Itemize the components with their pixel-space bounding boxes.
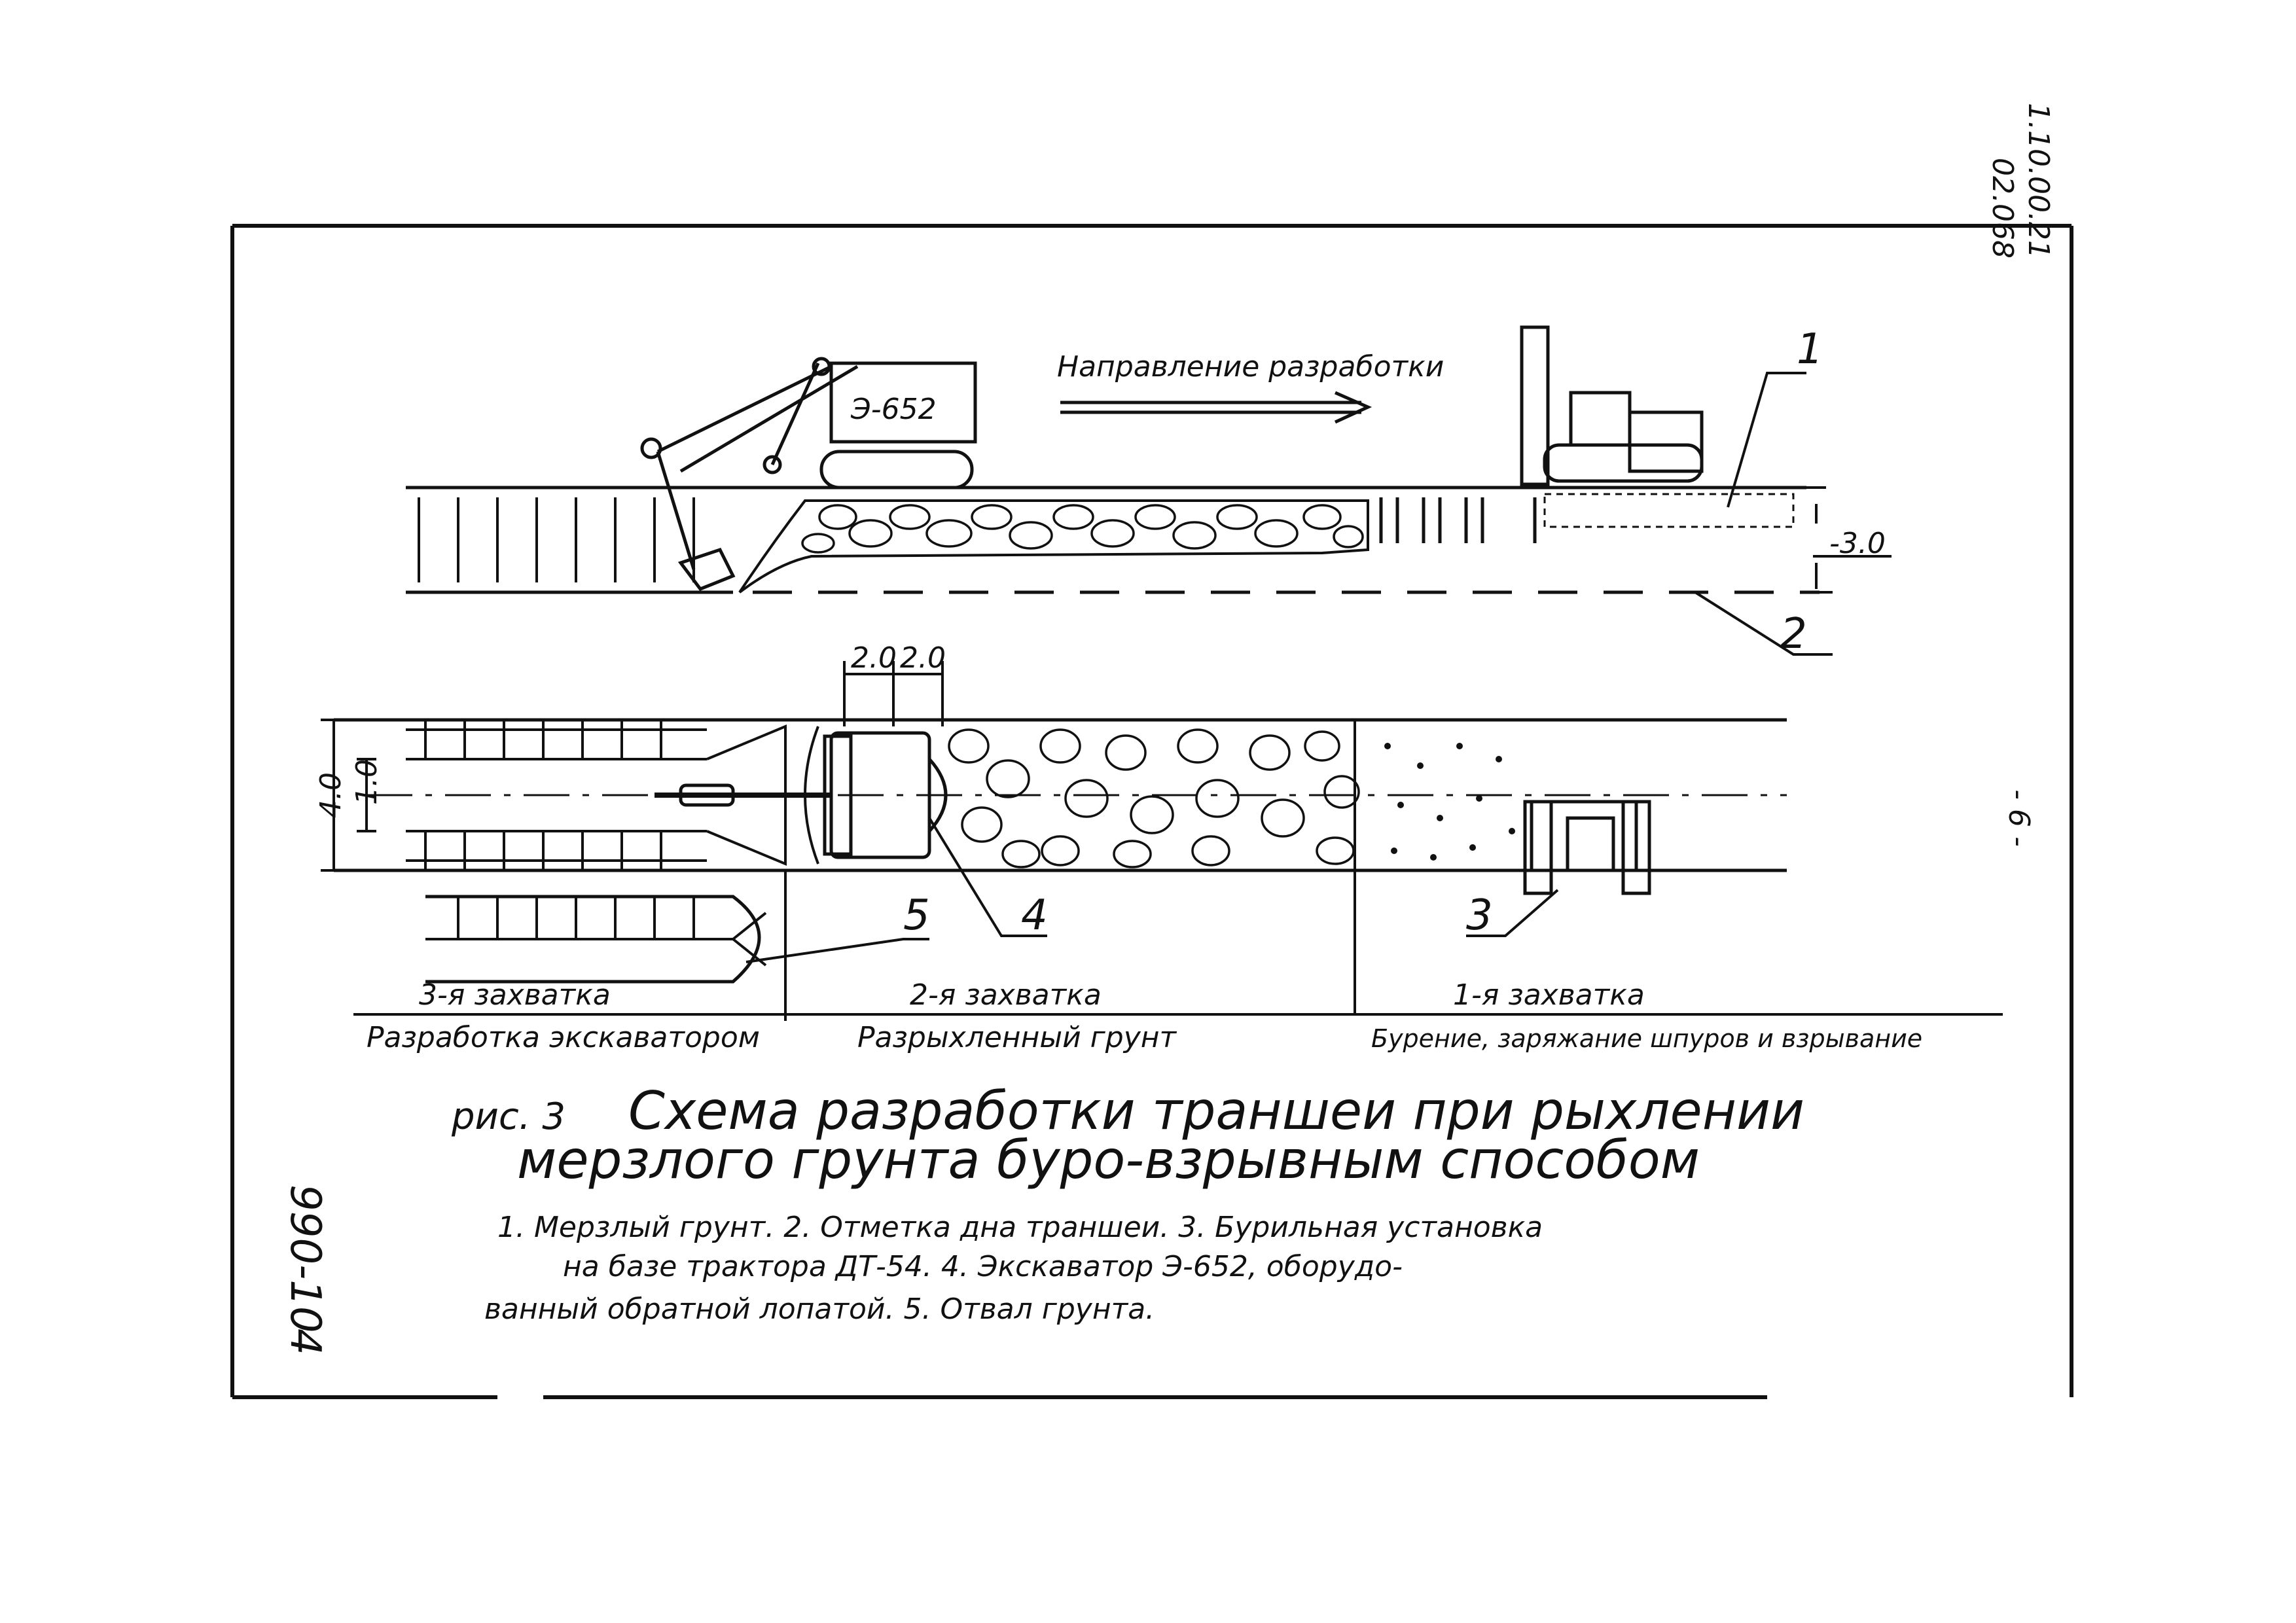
- side-stamp: 990-10 4: [281, 1185, 329, 1355]
- callout-5-label: 5: [903, 891, 930, 940]
- excavator-boom: [656, 365, 833, 454]
- dim-width-total: 4.0: [314, 772, 348, 818]
- rig-engine: [1628, 410, 1704, 473]
- dim-d1: 2.0: [851, 641, 897, 675]
- legend-line-1: 1. Мерзлый грунт. 2. Отметка дна траншеи…: [497, 1211, 1543, 1244]
- frozen-soil-plan-dots: [1384, 743, 1515, 861]
- legend: 1. Мерзлый грунт. 2. Отметка дна траншеи…: [484, 1211, 1543, 1326]
- spoil-pile: [425, 895, 761, 984]
- figure-caption: рис. 3 Схема разработки траншеи при рыхл…: [451, 1080, 1804, 1190]
- callout-2-label: 2: [1780, 610, 1807, 658]
- caption-line-1: Схема разработки траншеи при рыхлении: [628, 1080, 1804, 1141]
- spoil-pile-hatch: [425, 897, 733, 940]
- callout-1-leader: [1727, 372, 1806, 508]
- zone-2-name: 2-я захватка: [910, 978, 1102, 1012]
- excavator-plan-front: [928, 758, 948, 832]
- zone-3-desc: Разработка экскаватором: [367, 1021, 760, 1054]
- excavated-zone-plan-hatch: [406, 720, 707, 870]
- excavator-bucket: [677, 547, 736, 592]
- excavator-tracks: [819, 450, 974, 490]
- drilling-rig-side-view: [1520, 325, 1704, 486]
- sheet-frame: [230, 224, 2073, 1399]
- rig-plan-track-left: [1523, 800, 1553, 895]
- zone-3-name: 3-я захватка: [419, 978, 611, 1012]
- document-code-sub: 02.068: [1986, 158, 2019, 259]
- elevation-mark-label: -3.0: [1829, 527, 1886, 560]
- zone-labels: 3-я захватка Разработка экскаватором 2-я…: [367, 978, 1922, 1054]
- rig-plan-track-right: [1621, 800, 1651, 895]
- caption-prefix: рис. 3: [451, 1096, 565, 1138]
- drilled-holes: [1379, 497, 1537, 543]
- rig-plan-body: [1530, 800, 1638, 872]
- callout-2-leader: [1694, 591, 1833, 656]
- callout-4-label: 4: [1021, 891, 1048, 940]
- elevation-marks: [1806, 486, 1892, 594]
- direction-arrow: [1060, 391, 1372, 424]
- rig-plan-cab: [1566, 816, 1615, 872]
- frozen-soil-layer: [1543, 493, 1795, 528]
- excavator-model-label: Э-652: [850, 393, 937, 426]
- loosened-soil-boulders: [801, 504, 1364, 554]
- drill-mast: [1520, 325, 1550, 486]
- callout-3-leader: [1466, 889, 1559, 937]
- section-view: [406, 372, 1892, 656]
- callout-1-label: 1: [1797, 325, 1823, 374]
- callout-4-leader: [928, 817, 1047, 937]
- document-code: 1.10.00.21: [2022, 103, 2055, 259]
- excavator-plan-bucket: [679, 783, 735, 807]
- zone-2-desc: Разрыхленный грунт: [857, 1021, 1177, 1054]
- plan-view: [321, 661, 2003, 1021]
- zone-1-desc: Бурение, заряжание шпуров и взрывание: [1371, 1024, 1922, 1053]
- excavator-stick: [656, 451, 696, 570]
- dim-d2: 2.0: [900, 641, 946, 675]
- caption-line-2: мерзлого грунта буро-взрывным способом: [517, 1130, 1700, 1190]
- callout-3-label: 3: [1466, 891, 1493, 940]
- direction-label: Направление разработки: [1057, 350, 1444, 383]
- loosened-soil-plan: [948, 728, 1360, 868]
- zone-1-name: 1-я захватка: [1453, 978, 1645, 1012]
- side-stamp-number: 4: [281, 1329, 329, 1355]
- excavator-side-view: [640, 357, 977, 592]
- rig-cab: [1569, 391, 1632, 447]
- dim-lines: [321, 661, 944, 872]
- side-stamp-code: 990-10: [281, 1185, 329, 1333]
- excavator-cab: [829, 361, 977, 444]
- zone-dividers: [353, 720, 2003, 1021]
- rig-tracks: [1543, 443, 1704, 483]
- dim-width-inner: 1.0: [350, 759, 384, 805]
- page-number: - 6 -: [2002, 789, 2036, 847]
- callout-5-leader: [745, 938, 929, 963]
- legend-line-3: ванный обратной лопатой. 5. Отвал грунта…: [484, 1293, 1155, 1326]
- document-code-block: 1.10.00.21 02.068: [1986, 103, 2055, 259]
- excavated-trench-hatch: [418, 497, 695, 582]
- legend-line-2: на базе трактора ДТ-54. 4. Экскаватор Э-…: [563, 1250, 1403, 1283]
- loosened-soil-section: [738, 499, 1369, 594]
